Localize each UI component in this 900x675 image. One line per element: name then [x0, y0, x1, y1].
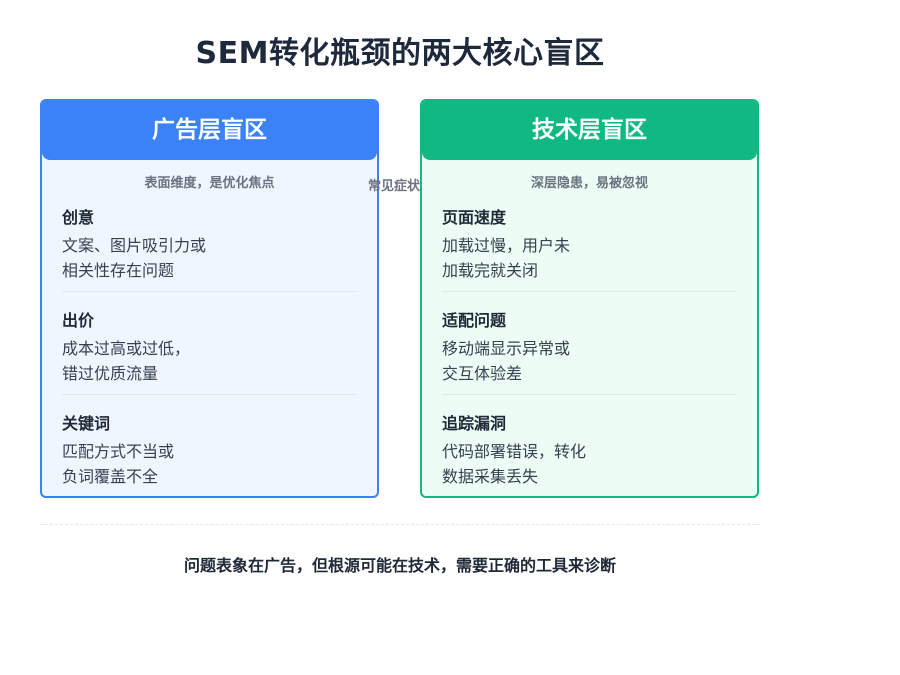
- ad-layer-header: 广告层盲区: [42, 101, 377, 160]
- item-title: 页面速度: [442, 208, 507, 227]
- footer-note: 问题表象在广告，但根源可能在技术，需要正确的工具来诊断: [183, 556, 616, 575]
- item-desc: 匹配方式不当或 负词覆盖不全: [62, 442, 175, 486]
- tech-item-page-speed: 页面速度 加载过慢，用户未 加载完就关闭: [442, 207, 737, 292]
- item-desc: 代码部署错误，转化 数据采集丢失: [442, 442, 587, 486]
- item-title: 创意: [62, 208, 95, 227]
- page-title: SEM转化瓶颈的两大核心盲区: [195, 36, 605, 71]
- item-title: 关键词: [62, 414, 111, 433]
- item-desc: 文案、图片吸引力或 相关性存在问题: [62, 236, 207, 280]
- item-title: 追踪漏洞: [442, 414, 507, 433]
- ad-layer-panel: 广告层盲区 表面维度，是优化焦点 创意 文案、图片吸引力或 相关性存在问题 出价…: [40, 99, 379, 498]
- ad-item-creative: 创意 文案、图片吸引力或 相关性存在问题: [62, 207, 357, 292]
- tech-item-adaptation: 适配问题 移动端显示异常或 交互体验差: [442, 310, 737, 395]
- item-desc: 移动端显示异常或 交互体验差: [442, 339, 571, 383]
- ad-item-keywords: 关键词 匹配方式不当或 负词覆盖不全: [62, 413, 357, 496]
- tech-item-tracking: 追踪漏洞 代码部署错误，转化 数据采集丢失: [442, 413, 737, 496]
- tech-layer-header: 技术层盲区: [422, 101, 757, 160]
- ad-item-bidding: 出价 成本过高或过低， 错过优质流量: [62, 310, 357, 395]
- ad-layer-subtitle: 表面维度，是优化焦点: [144, 176, 275, 191]
- item-title: 适配问题: [442, 311, 507, 330]
- item-desc: 加载过慢，用户未 加载完就关闭: [442, 236, 571, 280]
- middle-label: 常见症状: [368, 179, 420, 194]
- tech-layer-panel: 技术层盲区 深层隐患，易被忽视 页面速度 加载过慢，用户未 加载完就关闭 适配问…: [420, 99, 759, 498]
- tech-layer-subtitle: 深层隐患，易被忽视: [530, 176, 648, 191]
- item-desc: 成本过高或过低， 错过优质流量: [62, 339, 191, 383]
- divider: [40, 524, 760, 525]
- item-title: 出价: [62, 311, 95, 330]
